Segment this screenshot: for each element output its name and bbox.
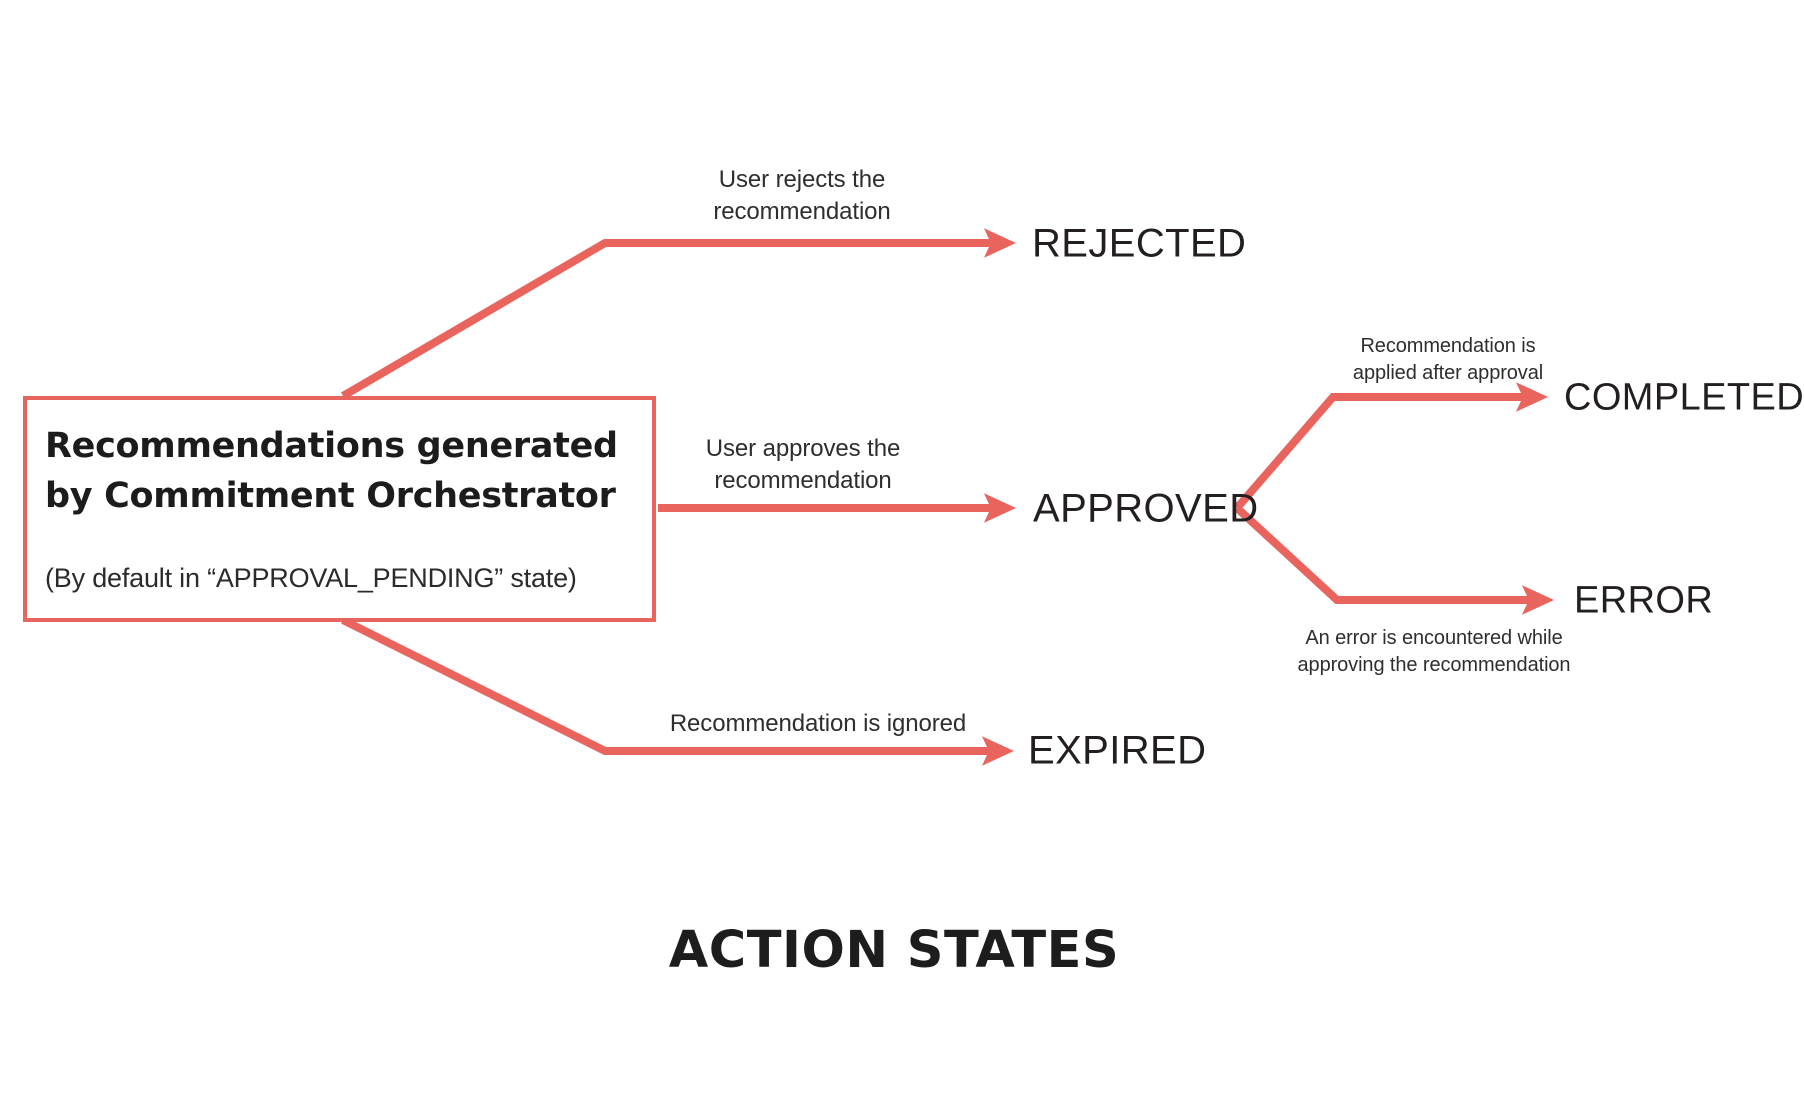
edge-approved-to-error xyxy=(1234,505,1554,615)
edge-label-to-error: An error is encountered while approving … xyxy=(1297,627,1571,676)
edge-source-to-expired xyxy=(341,616,1014,766)
source-node: Recommendations generated by Commitment … xyxy=(23,396,656,622)
state-error: ERROR xyxy=(1574,579,1714,622)
source-node-title: Recommendations generated by Commitment … xyxy=(45,426,618,516)
edge-label-to-approved: User approves the recommendation xyxy=(705,435,901,494)
edge-source-to-rejected xyxy=(340,228,1016,400)
state-completed: COMPLETED xyxy=(1564,376,1804,419)
edge-label-to-expired: Recommendation is ignored xyxy=(669,710,967,737)
state-rejected: REJECTED xyxy=(1032,221,1247,266)
state-approved: APPROVED xyxy=(1033,486,1259,531)
edge-label-to-completed: Recommendation is applied after approval xyxy=(1352,335,1544,384)
edge-approved-to-completed xyxy=(1233,382,1548,511)
edge-label-to-rejected: User rejects the recommendation xyxy=(713,166,891,225)
state-expired: EXPIRED xyxy=(1028,728,1207,773)
diagram-title: ACTION STATES xyxy=(668,921,1120,980)
source-node-subtitle: (By default in “APPROVAL_PENDING” state) xyxy=(45,563,577,593)
